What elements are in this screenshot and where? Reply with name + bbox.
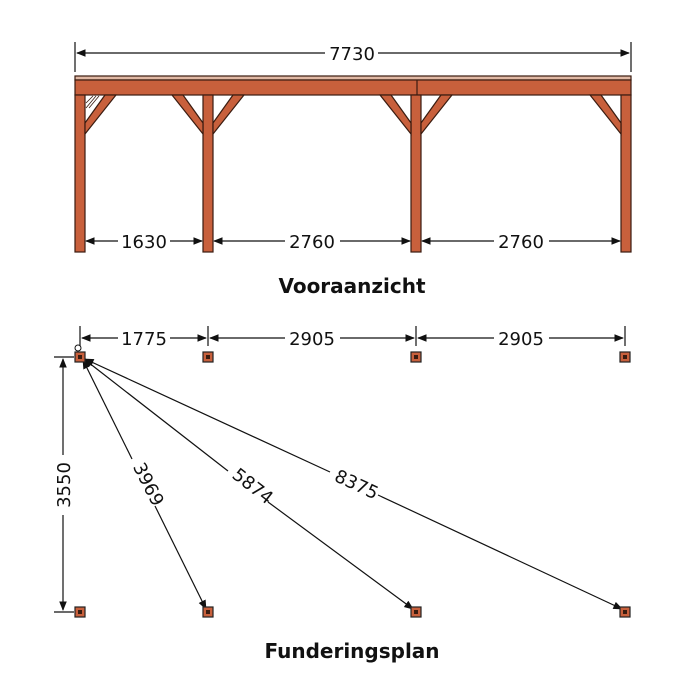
foundation-post-front-1 — [74, 344, 86, 363]
span-2-label: 2760 — [289, 232, 335, 253]
foundation-post-back-3 — [410, 606, 422, 618]
depth-dimension: 3550 — [54, 356, 75, 613]
posts — [74, 94, 632, 253]
foundation-post-back-1 — [74, 606, 86, 618]
spacing-dimensions: 1775 2905 2905 — [79, 326, 626, 350]
span-1-label: 1630 — [121, 232, 167, 253]
spacing-1-label: 1775 — [121, 329, 167, 350]
front-view-title: Vooraanzicht — [278, 274, 426, 298]
foundation-post-back-4 — [619, 606, 631, 618]
post-2 — [202, 94, 214, 253]
span-3-label: 2760 — [498, 232, 544, 253]
spacing-3-label: 2905 — [498, 329, 544, 350]
foundation-posts — [74, 344, 631, 618]
post-4 — [620, 94, 632, 253]
post-3 — [410, 94, 422, 253]
diagonal-3-label: 8375 — [331, 466, 381, 504]
front-view: 7730 — [74, 42, 632, 298]
overall-width-dimension: 7730 — [74, 42, 632, 72]
spacing-2-label: 2905 — [289, 329, 335, 350]
foundation-post-front-2 — [202, 351, 214, 363]
foundation-post-front-4 — [619, 351, 631, 363]
braces — [84, 94, 622, 136]
overall-width-label: 7730 — [329, 44, 375, 65]
depth-label: 3550 — [54, 462, 75, 508]
diagonal-1-label: 3969 — [128, 459, 168, 509]
post-1 — [74, 94, 86, 253]
diagonal-2-label: 5874 — [228, 464, 277, 509]
roof-beam — [74, 75, 632, 96]
foundation-post-front-3 — [410, 351, 422, 363]
foundation-post-back-2 — [202, 606, 214, 618]
span-dimensions: 1630 2760 2760 — [85, 232, 621, 253]
foundation-plan: 1775 2905 2905 3550 3969 5874 — [54, 326, 631, 663]
foundation-plan-title: Funderingsplan — [264, 639, 439, 663]
diagonals: 3969 5874 8375 — [82, 358, 623, 610]
